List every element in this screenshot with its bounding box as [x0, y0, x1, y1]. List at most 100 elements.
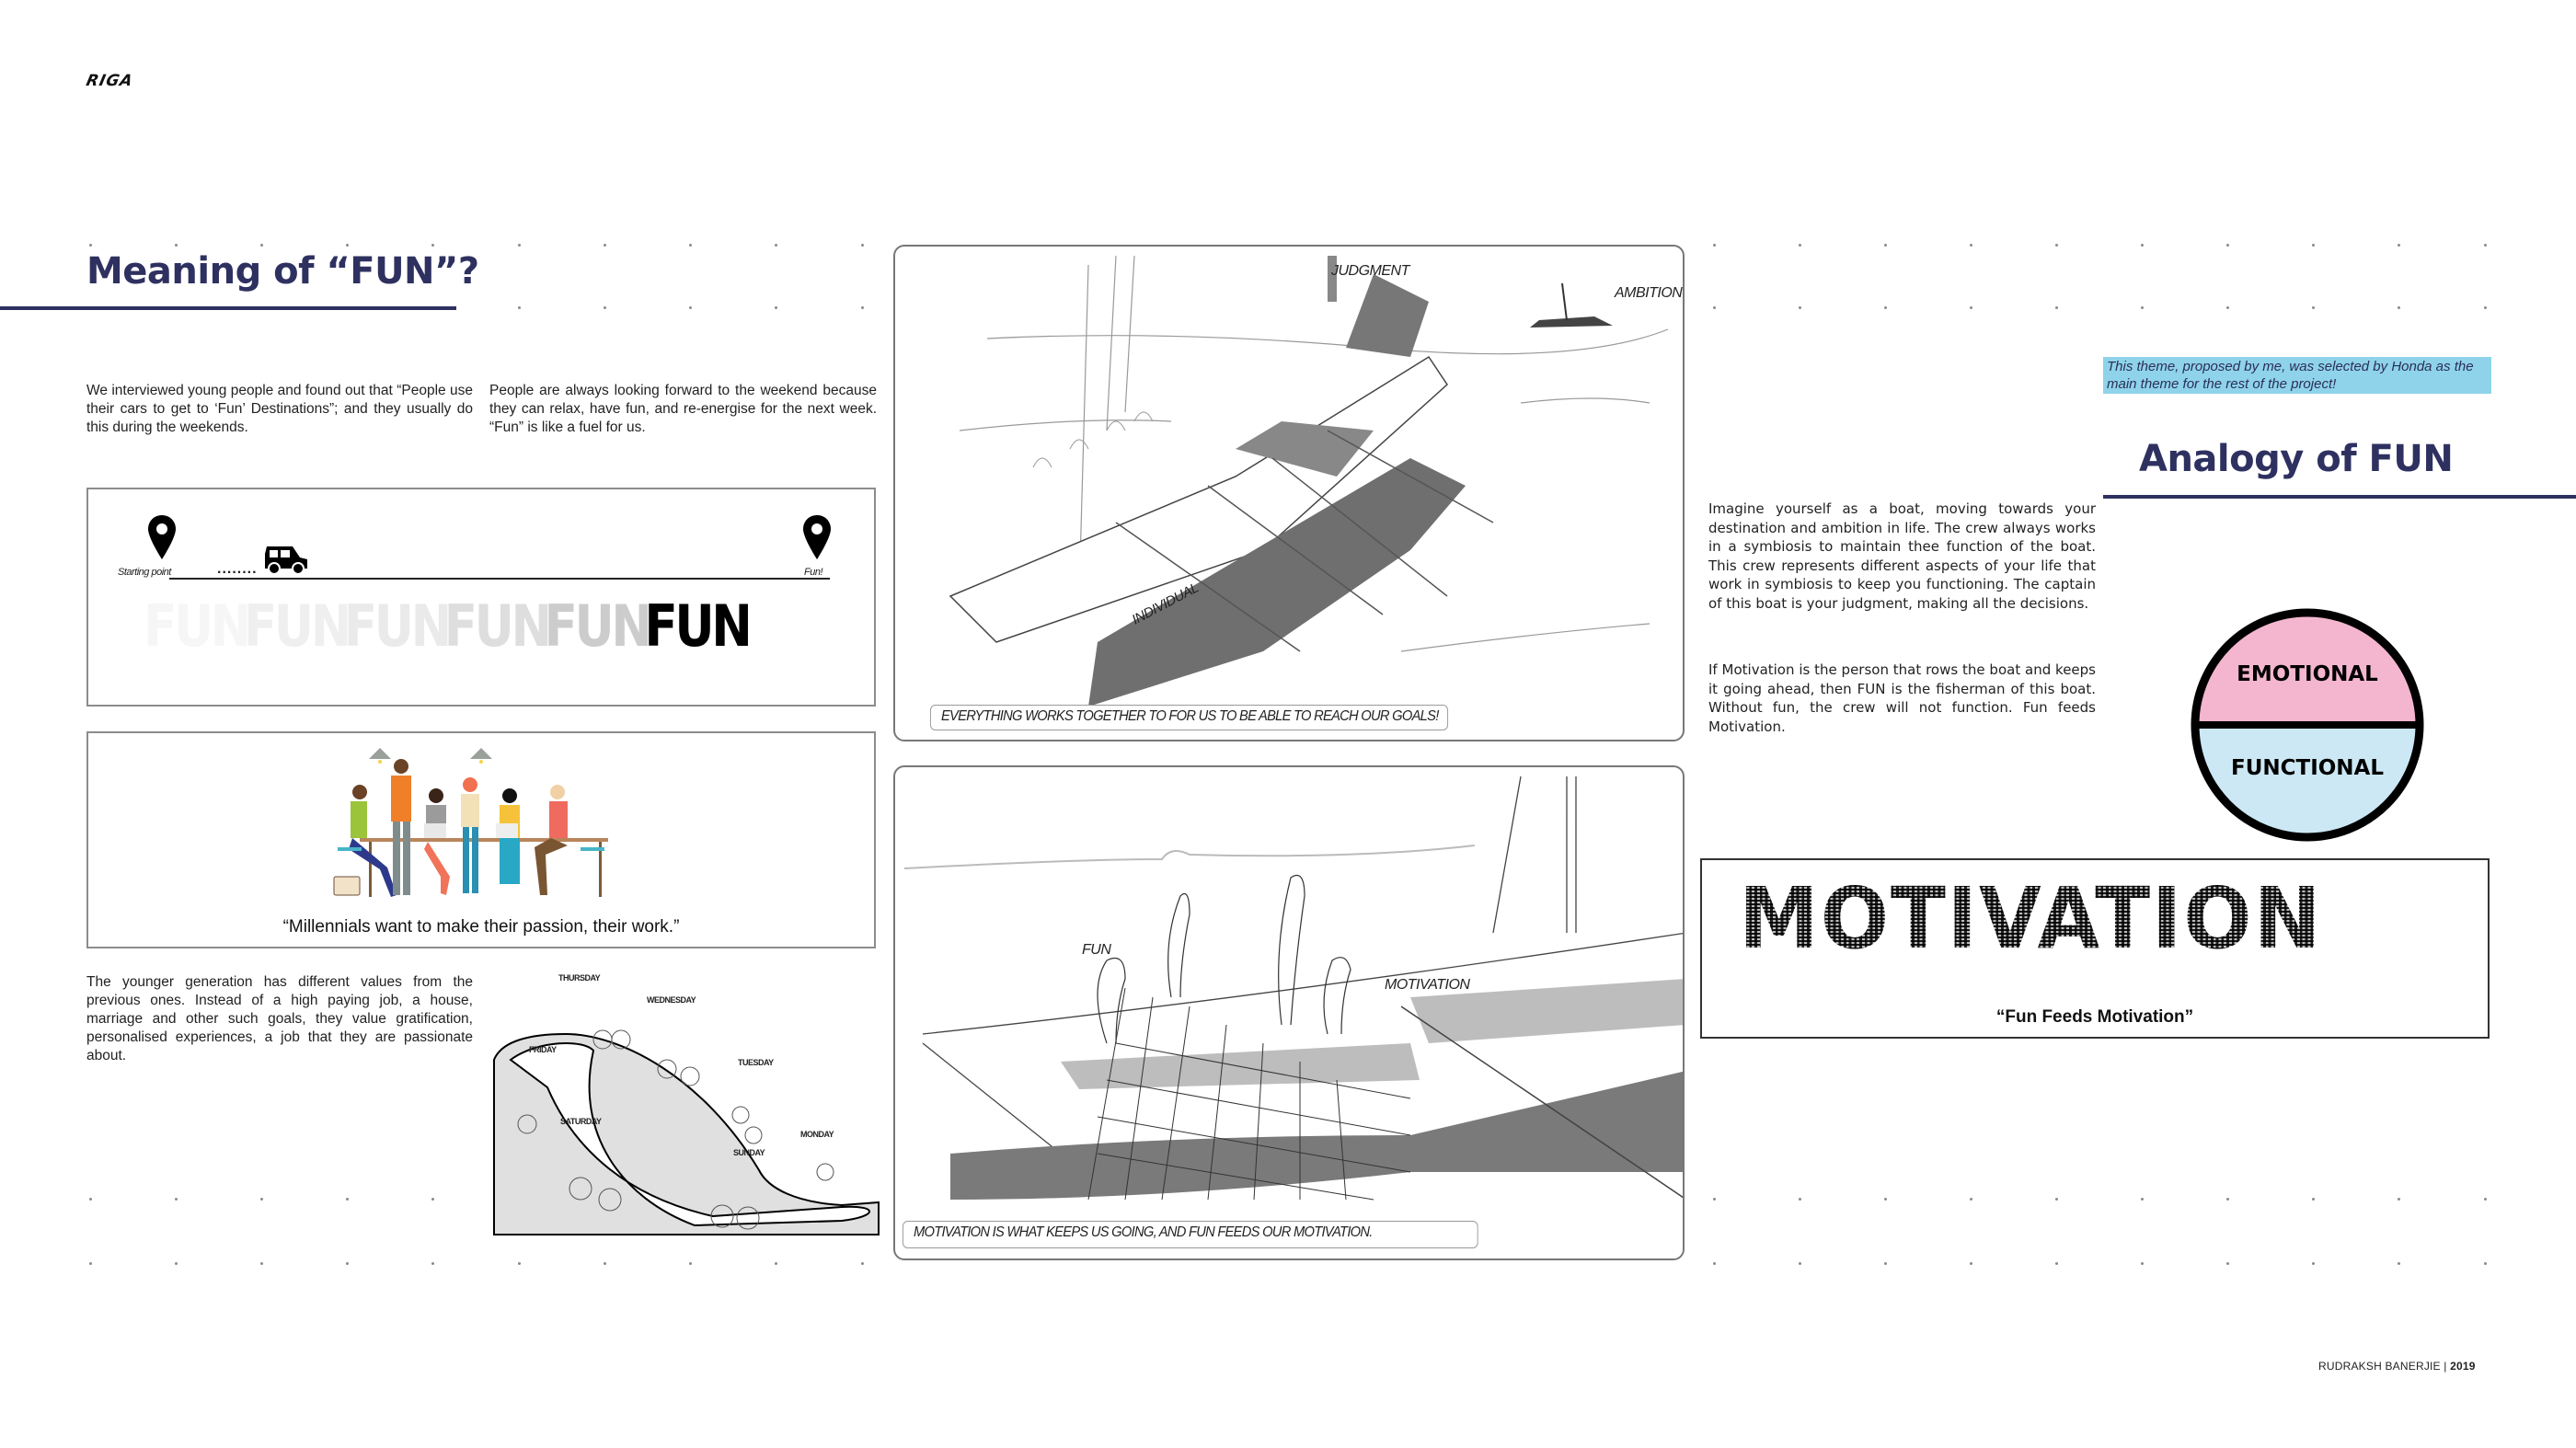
- trail-dots: ........: [217, 561, 258, 577]
- grid-dot: [2398, 1262, 2400, 1265]
- grid-dot: [518, 244, 521, 247]
- grid-dot: [2484, 244, 2487, 247]
- grid-dot: [2484, 1262, 2487, 1265]
- grid-dot: [775, 306, 777, 309]
- grid-dot: [1970, 306, 1972, 309]
- grid-dot: [1970, 1198, 1972, 1201]
- footer-credit: RUDRAKSH BANERJIE | 2019: [2318, 1360, 2476, 1373]
- author-name: RUDRAKSH BANERJIE: [2318, 1360, 2441, 1373]
- grid-dot: [518, 1262, 521, 1265]
- start-label: Starting point: [118, 567, 171, 578]
- values-paragraph: The younger generation has different val…: [86, 974, 473, 1063]
- grid-dot: [1799, 306, 1801, 309]
- grid-dot: [2055, 306, 2058, 309]
- grid-dot: [2312, 1198, 2315, 1201]
- grid-dot: [1884, 1262, 1887, 1265]
- grid-dot: [1799, 1198, 1801, 1201]
- grid-dot: [2226, 1198, 2229, 1201]
- grid-dot: [89, 244, 92, 247]
- analogy-title-underline: [2103, 495, 2576, 499]
- fun-word: FUN: [544, 592, 651, 660]
- grid-dot: [1713, 1262, 1716, 1265]
- grid-dot: [2055, 244, 2058, 247]
- label-fun: FUN: [1082, 942, 1111, 958]
- grid-dot: [689, 244, 692, 247]
- fishing-sketch: [903, 776, 1683, 1201]
- grid-dot: [2312, 306, 2315, 309]
- title-underline: [0, 306, 456, 310]
- fun-word: FUN: [243, 592, 351, 660]
- car-icon: [265, 546, 307, 575]
- start-location-pin-icon: [148, 515, 176, 559]
- fun-feeds-motivation-quote: “Fun Feeds Motivation”: [1995, 1007, 2194, 1027]
- fun-word: FUN: [443, 592, 552, 660]
- hill-illustration: [493, 1029, 880, 1235]
- grid-dot: [2312, 244, 2315, 247]
- footer-year: 2019: [2450, 1360, 2476, 1373]
- grid-dot: [1713, 244, 1716, 247]
- analogy-paragraph-1: Imagine yourself as a boat, moving towar…: [1708, 500, 2096, 612]
- fading-fun-wordmark: FUN FUN FUN FUN FUN FUN: [144, 592, 753, 660]
- grid-dot: [2055, 1262, 2058, 1265]
- grid-dot: [2141, 1262, 2144, 1265]
- journey-illustration: Starting point ........ Fun! FUN FUN FUN…: [86, 488, 876, 707]
- fun-word: FUN: [343, 592, 452, 660]
- grid-dot: [2141, 306, 2144, 309]
- grid-dot: [689, 306, 692, 309]
- label-tuesday: TUESDAY: [738, 1058, 774, 1067]
- caption-everything-works-together: EVERYTHING WORKS TOGETHER TO FOR US TO B…: [930, 705, 1449, 730]
- fun-word: FUN: [144, 592, 251, 660]
- grid-dot: [431, 1262, 434, 1265]
- grid-dot: [1799, 244, 1801, 247]
- motivation-fun-pattern-wordmark: MOTIVATION: [1739, 869, 2323, 968]
- grid-dot: [346, 1198, 349, 1201]
- grid-dot: [1970, 244, 1972, 247]
- footer-separator: |: [2440, 1360, 2451, 1373]
- fun-word: FUN: [644, 592, 752, 660]
- page-title-analogy-of-fun: Analogy of FUN: [2139, 438, 2454, 480]
- grid-dot: [1884, 244, 1887, 247]
- grid-dot: [2141, 244, 2144, 247]
- riga-logo: RIGA: [84, 72, 135, 90]
- grid-dot: [2484, 1198, 2487, 1201]
- grid-dot: [89, 1198, 92, 1201]
- grid-dot: [2398, 1198, 2400, 1201]
- grid-dot: [431, 1198, 434, 1201]
- grid-dot: [604, 244, 606, 247]
- label-friday: FRIDAY: [529, 1045, 557, 1054]
- grid-dot: [2398, 306, 2400, 309]
- road-line: [169, 578, 830, 580]
- grid-dot: [260, 244, 263, 247]
- label-emotional: EMOTIONAL: [2237, 662, 2378, 686]
- destination-location-pin-icon: [803, 515, 831, 559]
- label-functional: FUNCTIONAL: [2230, 756, 2385, 780]
- grid-dot: [175, 1262, 178, 1265]
- caption-motivation-keeps-going: MOTIVATION IS WHAT KEEPS US GOING, AND F…: [903, 1221, 1478, 1248]
- grid-dot: [2398, 244, 2400, 247]
- end-label: Fun!: [804, 567, 823, 578]
- grid-dot: [2141, 1198, 2144, 1201]
- grid-dot: [775, 1262, 777, 1265]
- grid-dot: [1713, 306, 1716, 309]
- grid-dot: [861, 306, 864, 309]
- fishing-net-panel: FUN MOTIVATION MOTIVATION IS WHAT KEEPS …: [893, 765, 1685, 1260]
- grid-dot: [346, 1262, 349, 1265]
- grid-dot: [2484, 306, 2487, 309]
- grid-dot: [861, 244, 864, 247]
- grid-dot: [518, 306, 521, 309]
- label-saturday: SATURDAY: [560, 1117, 602, 1126]
- grid-dot: [604, 306, 606, 309]
- label-judgment: JUDGMENT: [1331, 263, 1409, 279]
- grid-dot: [604, 1262, 606, 1265]
- label-wednesday: WEDNESDAY: [647, 995, 696, 1005]
- intro-paragraph-2: People are always looking forward to the…: [489, 383, 877, 435]
- grid-dot: [2226, 306, 2229, 309]
- label-thursday: THURSDAY: [558, 973, 601, 983]
- grid-dot: [175, 244, 178, 247]
- weekday-hill-comic: THURSDAY WEDNESDAY FRIDAY TUESDAY SATURD…: [492, 968, 886, 1236]
- split-circle-graphic: [2191, 608, 2424, 842]
- grid-dot: [775, 244, 777, 247]
- label-sunday: SUNDAY: [733, 1148, 765, 1157]
- label-ambition: AMBITION: [1615, 285, 1683, 301]
- grid-dot: [2312, 1262, 2315, 1265]
